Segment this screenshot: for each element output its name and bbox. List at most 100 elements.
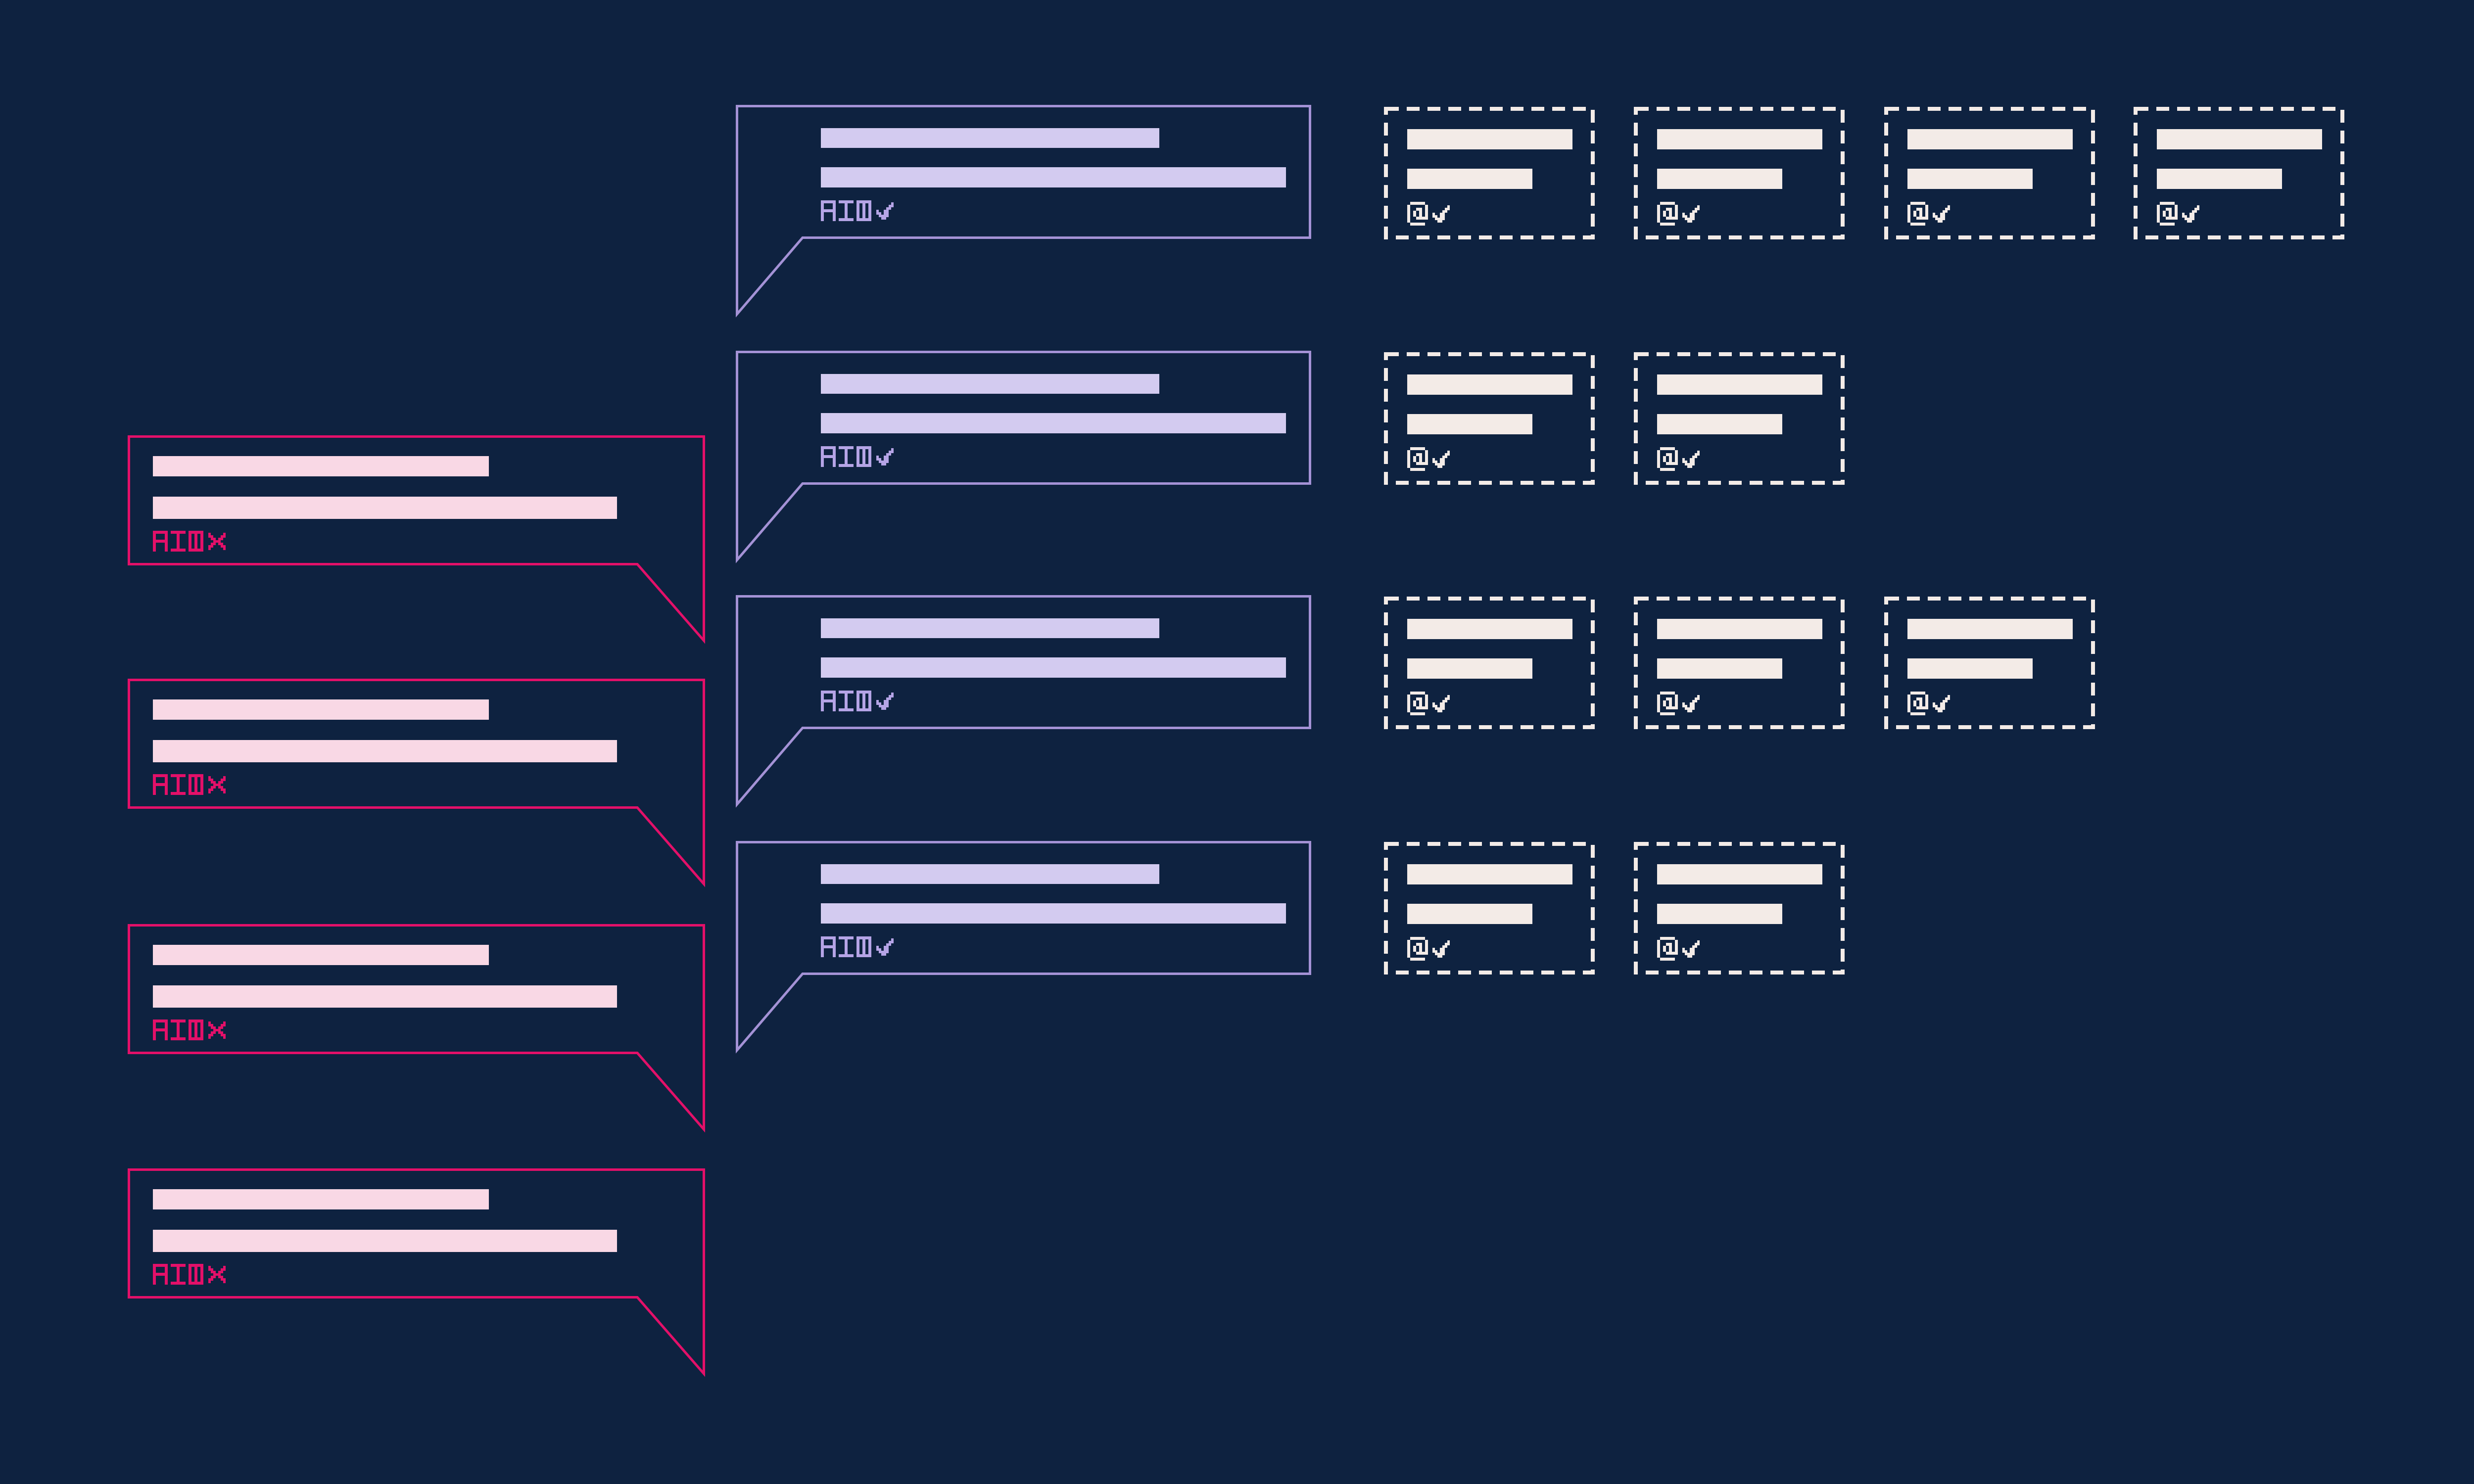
draft-message-box[interactable] — [1634, 597, 1845, 729]
draft-message-box[interactable] — [1884, 107, 2095, 239]
bubble-outline — [736, 595, 1311, 808]
at-sign-icon — [1407, 202, 1428, 226]
message-status — [153, 1020, 226, 1040]
text-placeholder-line — [1407, 169, 1532, 189]
text-placeholder-line — [2157, 129, 2322, 149]
text-placeholder-line — [821, 903, 1286, 924]
text-placeholder-line — [2157, 169, 2282, 189]
pixel-badge-label — [153, 774, 203, 795]
dashed-border — [1634, 842, 1845, 974]
text-placeholder-line — [1657, 169, 1782, 189]
check-icon — [1432, 205, 1450, 223]
x-icon — [208, 1021, 226, 1039]
dashed-border — [1384, 842, 1595, 974]
check-icon — [1933, 695, 1950, 712]
text-placeholder-line — [1657, 904, 1782, 924]
text-placeholder-line — [153, 985, 617, 1008]
draft-message-box[interactable] — [1384, 597, 1595, 729]
draft-message-box[interactable] — [1634, 107, 1845, 239]
text-placeholder-line — [1907, 169, 2033, 189]
pixel-badge-label — [153, 1264, 203, 1285]
message-status — [153, 1264, 226, 1285]
text-placeholder-line — [153, 1230, 617, 1252]
at-sign-icon — [2157, 202, 2178, 226]
message-status — [821, 200, 894, 221]
incoming-message-bubble[interactable] — [736, 105, 1311, 318]
outgoing-message-bubble[interactable] — [128, 435, 705, 645]
pixel-badge-label — [821, 200, 871, 221]
check-icon — [1682, 205, 1700, 223]
dashed-border — [1634, 107, 1845, 239]
bubble-outline — [128, 679, 705, 887]
dashed-border — [1384, 352, 1595, 485]
draft-message-box[interactable] — [1634, 842, 1845, 974]
at-sign-icon — [1657, 692, 1678, 715]
check-icon — [1933, 205, 1950, 223]
x-icon — [208, 532, 226, 550]
text-placeholder-line — [153, 740, 617, 762]
message-status — [821, 691, 894, 711]
text-placeholder-line — [1407, 904, 1532, 924]
draft-message-box[interactable] — [1884, 597, 2095, 729]
text-placeholder-line — [153, 699, 489, 720]
text-placeholder-line — [1407, 658, 1532, 679]
outgoing-message-bubble[interactable] — [128, 679, 705, 888]
draft-message-box[interactable] — [1384, 352, 1595, 485]
dashed-border — [1384, 107, 1595, 239]
text-placeholder-line — [821, 864, 1159, 884]
draft-status — [2157, 202, 2199, 226]
x-icon — [208, 776, 226, 793]
pixel-badge-label — [821, 446, 871, 467]
draft-message-box[interactable] — [1384, 842, 1595, 974]
pixel-badge-label — [153, 531, 203, 552]
text-placeholder-line — [1407, 619, 1572, 639]
draft-status — [1407, 202, 1450, 226]
text-placeholder-line — [1657, 658, 1782, 679]
at-sign-icon — [1407, 447, 1428, 471]
check-icon — [1682, 940, 1700, 958]
text-placeholder-line — [1657, 414, 1782, 434]
check-icon — [1432, 450, 1450, 468]
at-sign-icon — [1657, 937, 1678, 961]
outgoing-message-bubble[interactable] — [128, 924, 705, 1133]
draft-status — [1657, 202, 1700, 226]
bubble-outline — [736, 351, 1311, 563]
at-sign-icon — [1407, 937, 1428, 961]
draft-status — [1907, 202, 1950, 226]
dashed-border — [1884, 597, 2095, 729]
message-status — [821, 936, 894, 957]
text-placeholder-line — [821, 374, 1159, 394]
message-status — [153, 531, 226, 552]
incoming-message-bubble[interactable] — [736, 351, 1311, 564]
at-sign-icon — [1407, 692, 1428, 715]
draft-status — [1657, 692, 1700, 715]
incoming-message-bubble[interactable] — [736, 595, 1311, 808]
dashed-border — [1634, 597, 1845, 729]
text-placeholder-line — [821, 128, 1159, 148]
bubble-outline — [128, 924, 705, 1133]
at-sign-icon — [1907, 692, 1928, 715]
outgoing-message-bubble[interactable] — [128, 1168, 705, 1378]
text-placeholder-line — [1657, 619, 1822, 639]
bubble-outline — [128, 1168, 705, 1377]
message-status — [153, 774, 226, 795]
pixel-badge-label — [821, 691, 871, 711]
draft-status — [1407, 447, 1450, 471]
dashed-border — [1634, 352, 1845, 485]
x-icon — [208, 1265, 226, 1283]
check-icon — [876, 448, 894, 465]
text-placeholder-line — [821, 167, 1286, 187]
draft-message-box[interactable] — [1634, 352, 1845, 485]
text-placeholder-line — [153, 497, 617, 519]
draft-message-box[interactable] — [2134, 107, 2344, 239]
incoming-message-bubble[interactable] — [736, 841, 1311, 1054]
check-icon — [2182, 205, 2199, 223]
draft-status — [1657, 937, 1700, 961]
draft-message-box[interactable] — [1384, 107, 1595, 239]
text-placeholder-line — [1907, 658, 2033, 679]
text-placeholder-line — [1907, 129, 2073, 149]
bubble-outline — [736, 841, 1311, 1054]
text-placeholder-line — [1657, 374, 1822, 395]
check-icon — [1682, 695, 1700, 712]
check-icon — [876, 692, 894, 710]
